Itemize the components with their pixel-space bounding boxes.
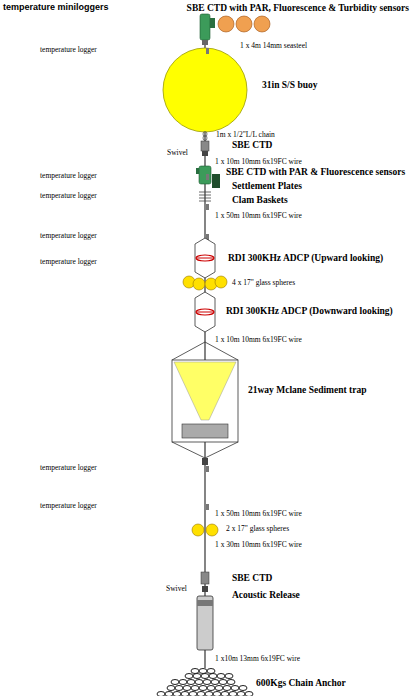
chain-link [239, 686, 247, 691]
part-note: temperature logger [40, 192, 97, 200]
part-note: 1 x 10m 10mm 6x19FC wire [215, 336, 302, 344]
chain-link [223, 686, 231, 691]
part-note: 1 x 10m 10mm 6x19FC wire [215, 158, 302, 166]
part-note: Swivel [166, 585, 187, 593]
part-name: SBE CTD [232, 140, 272, 150]
chain-link [167, 686, 175, 691]
part-note: temperature logger [40, 172, 97, 180]
swivel [202, 151, 208, 156]
chain-link [197, 692, 205, 696]
part-note: 2 x 17" glass spheres [226, 525, 289, 533]
chain-link [245, 692, 253, 696]
part-name: Acoustic Release [232, 590, 300, 600]
chain-link [175, 686, 183, 691]
chain-link [199, 669, 207, 674]
chain-link [191, 686, 199, 691]
sediment-trap [172, 342, 238, 465]
part-note: 4 x 17" glass spheres [232, 279, 295, 287]
chain-link [165, 692, 173, 696]
part-note: Swivel [167, 149, 188, 157]
chain-link [225, 674, 233, 679]
part-note: 1 x 4m 14mm seasteel [240, 42, 307, 50]
part-name: 31in S/S buoy [262, 80, 317, 90]
part-name: SBE CTD with PAR, Fluorescence & Turbidi… [187, 3, 409, 13]
chain-link [173, 692, 181, 696]
chain-link [191, 669, 199, 674]
part-note: 1 x 30m 10mm 6x19FC wire [215, 541, 302, 549]
title: temperature miniloggers [3, 3, 109, 13]
chain-link [183, 686, 191, 691]
part-name: Clam Baskets [232, 195, 288, 205]
chain-link [199, 686, 207, 691]
chain-link [227, 680, 235, 685]
chain-link [215, 686, 223, 691]
part-note: temperature logger [40, 502, 97, 510]
chain-link [237, 692, 245, 696]
part-name: 600Kgs Chain Anchor [256, 678, 346, 688]
part-note: temperature logger [40, 258, 97, 266]
chain-link [231, 686, 239, 691]
chain-link [207, 669, 215, 674]
chain-link [181, 692, 189, 696]
adcp-down [195, 292, 215, 332]
part-note: 1 x 50m 10mm 6x19FC wire [215, 510, 302, 518]
chain-link [217, 674, 225, 679]
ctd-par [196, 166, 220, 201]
part-name: RDI 300KHz ADCP (Downward looking) [226, 306, 393, 316]
ctd [201, 141, 209, 151]
part-name: RDI 300KHz ADCP (Upward looking) [228, 253, 383, 263]
chain [203, 132, 207, 141]
chain-link [157, 692, 165, 696]
chain-link [185, 674, 193, 679]
glass-spheres [192, 524, 218, 536]
chain-link [179, 680, 187, 685]
part-note: temperature logger [40, 232, 97, 240]
chain-link [195, 680, 203, 685]
chain-link [171, 680, 179, 685]
part-note: 1 x 50m 10mm 6x19FC wire [215, 212, 302, 220]
ctd [201, 572, 209, 584]
chain-link [205, 692, 213, 696]
chain-link [193, 674, 201, 679]
part-name: SBE CTD with PAR & Fluorescence sensors [226, 167, 405, 177]
chain-link [219, 680, 227, 685]
buoy [163, 48, 247, 132]
part-note: 1m x 1/2"L/L chain [216, 131, 275, 139]
chain-link [211, 680, 219, 685]
chain-link [221, 692, 229, 696]
adcp-up [195, 238, 215, 278]
acoustic-release [197, 596, 213, 650]
part-note: 1 x10m 13mm 6x19FC wire [215, 655, 300, 663]
swivel [202, 586, 208, 592]
chain-link [209, 674, 217, 679]
chain-link [207, 686, 215, 691]
chain-link [187, 680, 195, 685]
glass-spheres [183, 276, 227, 290]
part-note: temperature logger [40, 464, 97, 472]
chain-link [203, 680, 211, 685]
chain-link [229, 692, 237, 696]
top-ctd [200, 14, 270, 45]
part-note: temperature logger [40, 46, 97, 54]
part-name: Settlement Plates [232, 181, 302, 191]
chain-link [201, 674, 209, 679]
part-name: 21way Mclane Sediment trap [248, 385, 366, 395]
part-name: SBE CTD [232, 573, 272, 583]
chain-anchor [157, 669, 253, 696]
chain-link [213, 692, 221, 696]
chain-link [189, 692, 197, 696]
